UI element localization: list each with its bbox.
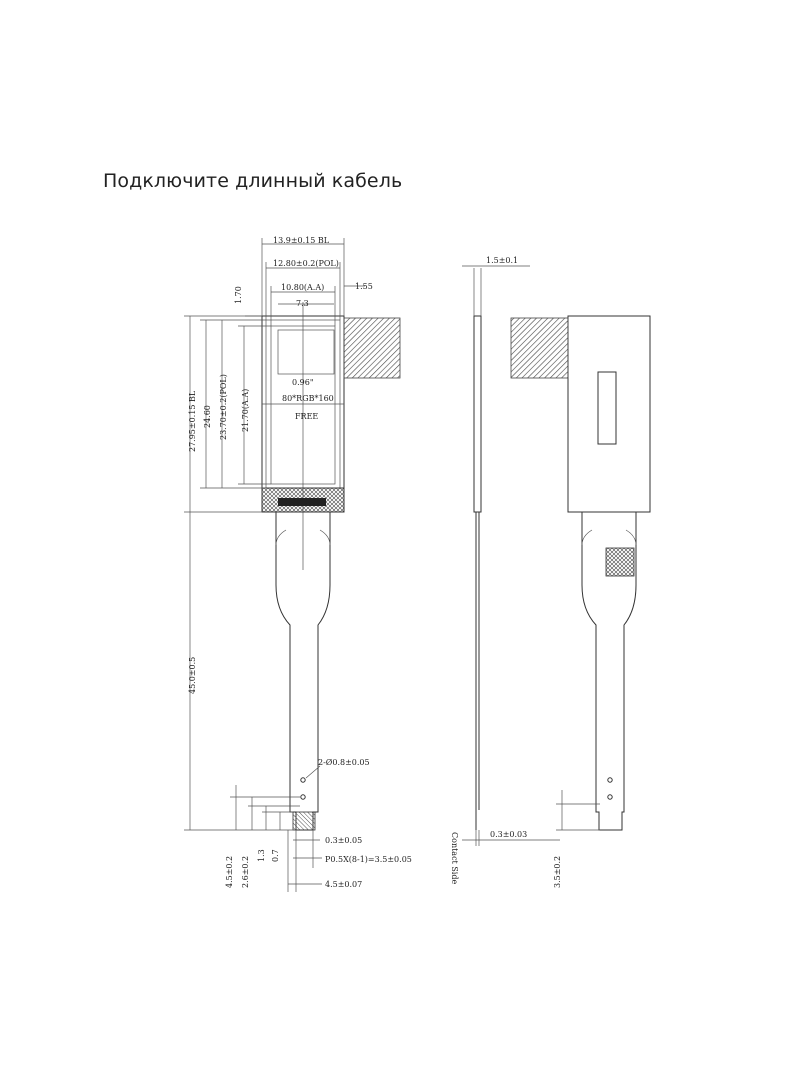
dim-height-pol: 23.70±0.2(POL) xyxy=(219,374,228,440)
driver-ic xyxy=(278,498,326,506)
dim-tail-length: 45.0±0.5 xyxy=(188,657,197,694)
inner-window xyxy=(277,329,335,375)
label-mode: FREE xyxy=(295,412,318,421)
side-profile xyxy=(473,315,482,513)
dim-width-bl: 13.9±0.15 BL xyxy=(273,236,330,245)
back-window xyxy=(597,371,617,445)
flex-tab-front xyxy=(343,317,401,379)
dim-pitch: P0.5X(8-1)=3.5±0.05 xyxy=(325,855,412,864)
dim-height-bl: 27.95±0.15 BL xyxy=(188,390,197,452)
hole-2 xyxy=(300,794,306,800)
dim-bottom-2: 2.6±0.2 xyxy=(241,856,250,888)
dim-height-total: 24.60 xyxy=(203,405,212,428)
back-outline xyxy=(567,315,651,513)
dim-fpc-thickness: 0.3±0.03 xyxy=(490,830,527,839)
dim-pin-width: 0.3±0.05 xyxy=(325,836,362,845)
stiffener-patch xyxy=(605,547,635,577)
dim-top-gap: 1.70 xyxy=(234,286,243,304)
dim-bottom-1: 4.5±0.2 xyxy=(225,856,234,888)
front-view: 13.9±0.15 BL 12.80±0.2(POL) 10.80(A.A) 7… xyxy=(184,236,412,892)
page-title: Подключите длинный кабель xyxy=(103,170,403,192)
label-resolution: 80*RGB*160 xyxy=(282,394,334,403)
dim-thickness: 1.5±0.1 xyxy=(486,256,518,265)
dim-right-gap: 1.55 xyxy=(355,282,373,291)
dim-bottom-3: 1.3 xyxy=(257,849,266,862)
side-view: 1.5±0.1 Contact Side 0.3±0.03 3.5±0.2 xyxy=(450,256,651,888)
fpc-tail-back xyxy=(581,512,637,831)
dim-height-aa: 21.70(A.A) xyxy=(241,389,250,432)
contact-pins xyxy=(292,811,316,831)
dim-offset: 7.3 xyxy=(296,299,309,308)
label-contact-side: Contact Side xyxy=(450,832,459,884)
dim-bottom-4: 0.7 xyxy=(271,849,280,862)
dim-stiffener: 3.5±0.2 xyxy=(553,856,562,888)
hole-1 xyxy=(300,777,306,783)
dim-width-aa: 10.80(A.A) xyxy=(281,283,324,292)
dim-hole: 2-Ø0.8±0.05 xyxy=(318,758,370,767)
dim-fpc-width: 4.5±0.07 xyxy=(325,880,362,889)
label-diagonal: 0.96" xyxy=(292,378,314,387)
flex-tab-back xyxy=(510,317,569,379)
dim-width-pol: 12.80±0.2(POL) xyxy=(273,259,339,268)
